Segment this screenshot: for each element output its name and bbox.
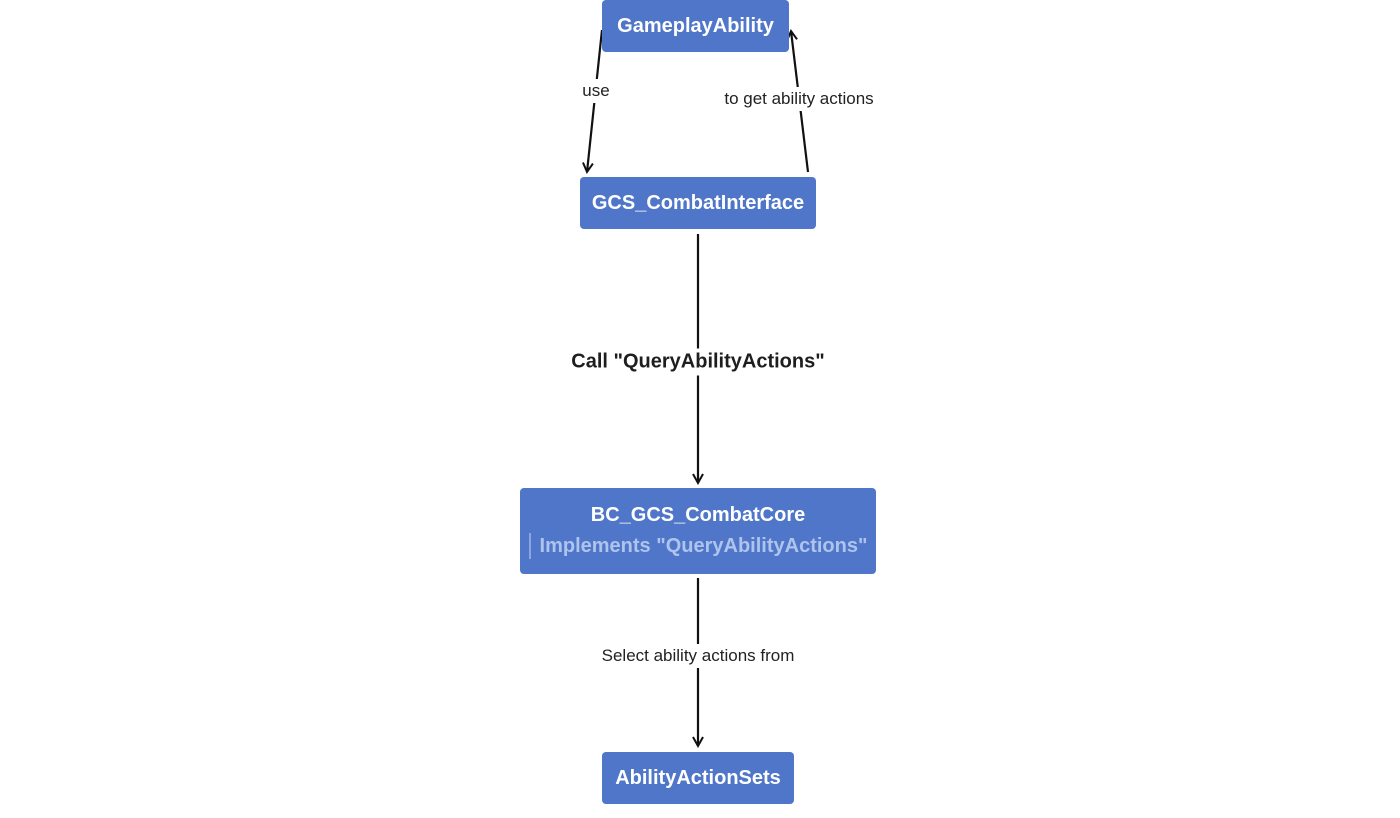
node-bc-gcs-combat-core[interactable]: BC_GCS_CombatCore Implements "QueryAbili…: [520, 488, 876, 574]
node-bc-gcs-combat-core-subtitle: Implements "QueryAbilityActions": [528, 532, 867, 559]
node-gameplay-ability[interactable]: GameplayAbility: [602, 0, 789, 52]
edge-label-call-query: Call "QueryAbilityActions": [567, 348, 829, 376]
edge-label-select-from: Select ability actions from: [597, 644, 799, 668]
node-bc-gcs-combat-core-title: BC_GCS_CombatCore: [590, 503, 806, 526]
node-gcs-combat-interface[interactable]: GCS_CombatInterface: [580, 177, 816, 229]
node-ability-action-sets[interactable]: AbilityActionSets: [602, 752, 794, 804]
node-gameplay-ability-label: GameplayAbility: [617, 14, 774, 37]
node-gcs-combat-interface-label: GCS_CombatInterface: [591, 191, 805, 214]
edge-label-to-get-ability-actions: to get ability actions: [720, 87, 878, 111]
node-ability-action-sets-label: AbilityActionSets: [615, 766, 781, 789]
edge-label-use: use: [578, 79, 614, 103]
